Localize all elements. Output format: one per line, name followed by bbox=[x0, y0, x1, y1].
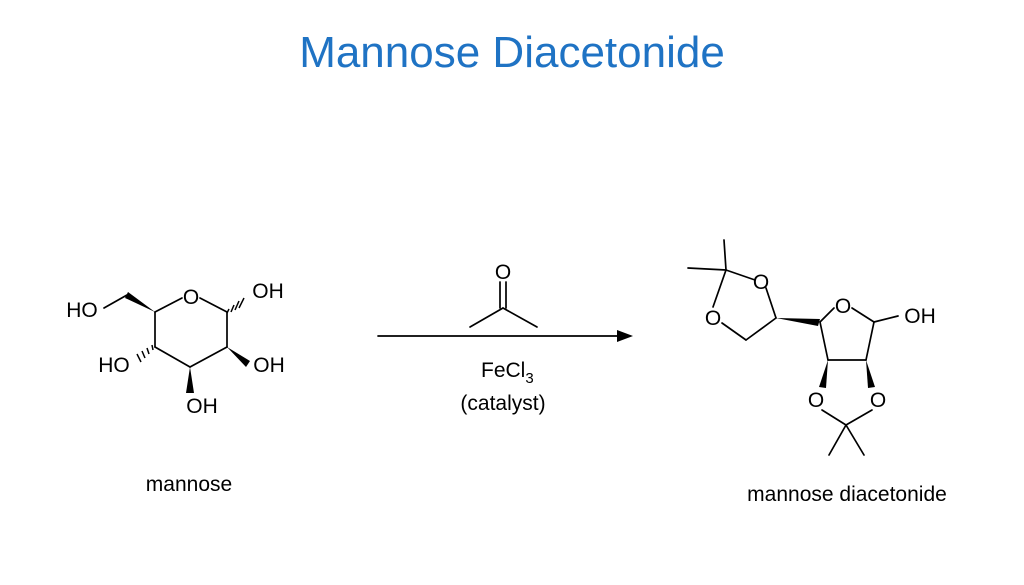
reactant-name: mannose bbox=[146, 473, 232, 496]
catalyst-formula: FeCl3 bbox=[481, 359, 534, 387]
bottom-dioxolane-oxygen-2: O bbox=[870, 389, 886, 412]
mannose-diacetonide-structure: O O O OH O O bbox=[687, 239, 936, 456]
top-dioxolane-oxygen-1: O bbox=[753, 271, 769, 294]
product-name: mannose diacetonide bbox=[747, 483, 947, 506]
top-dioxolane-oxygen-2: O bbox=[705, 307, 721, 330]
mannose-c2-hydroxyl: OH bbox=[253, 354, 285, 377]
acetone-structure: O bbox=[469, 261, 538, 328]
mannose-c6-hydroxyl: HO bbox=[66, 299, 98, 322]
mannose-c4-hydroxyl: HO bbox=[98, 354, 130, 377]
bottom-dioxolane-oxygen-1: O bbox=[808, 389, 824, 412]
anomeric-hydroxyl: OH bbox=[904, 305, 936, 328]
furanose-ring-oxygen: O bbox=[835, 295, 851, 318]
mannose-c3-hydroxyl: OH bbox=[186, 395, 218, 418]
mannose-c1-hydroxyl: OH bbox=[252, 280, 284, 303]
slide-title: Mannose Diacetonide bbox=[299, 28, 725, 77]
mannose-structure: O HO OH HO OH OH bbox=[66, 280, 285, 418]
reaction-arrow bbox=[377, 330, 633, 342]
catalyst-note: (catalyst) bbox=[460, 392, 545, 415]
acetone-oxygen: O bbox=[495, 261, 511, 284]
mannose-ring-oxygen: O bbox=[183, 286, 199, 309]
